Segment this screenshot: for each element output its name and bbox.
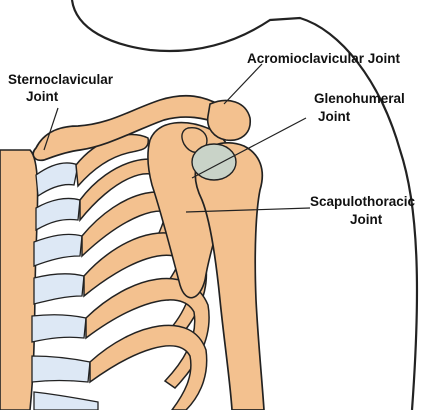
label-scapulothoracic-line2: Joint [350, 212, 383, 227]
label-glenohumeral: Glenohumeral Joint [314, 91, 405, 124]
label-scapulothoracic: Scapulothoracic Joint [310, 194, 416, 227]
label-sternoclavicular-line1: Sternoclavicular [8, 72, 114, 87]
label-scapulothoracic-line1: Scapulothoracic [310, 194, 416, 209]
label-acromioclavicular: Acromioclavicular Joint [247, 51, 401, 66]
label-glenohumeral-line1: Glenohumeral [314, 91, 405, 106]
acromion [208, 100, 251, 140]
label-sternoclavicular: Sternoclavicular Joint [8, 72, 114, 104]
label-sternoclavicular-line2: Joint [26, 89, 59, 104]
pointer-acromioclavicular [224, 64, 262, 104]
label-glenohumeral-line2: Joint [318, 109, 351, 124]
